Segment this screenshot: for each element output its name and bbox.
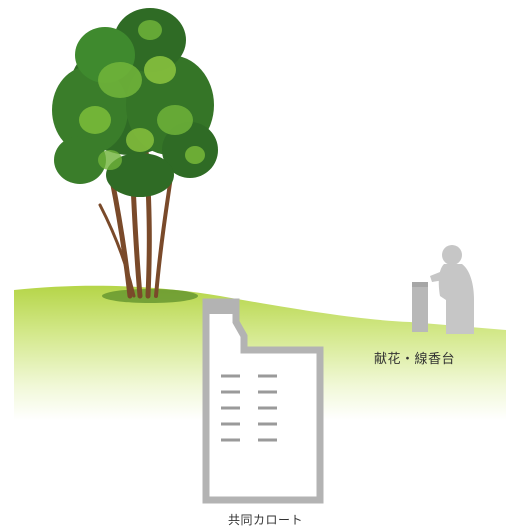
- tree-canopy: [52, 8, 218, 197]
- vault-shelves: [221, 374, 277, 442]
- burial-vault-icon: [202, 298, 324, 504]
- offering-stand-icon: [412, 282, 428, 332]
- offering-stand-label: 献花・線香台: [374, 352, 456, 367]
- praying-person-icon: [430, 245, 474, 334]
- tree-icon: [52, 8, 218, 303]
- shared-karoto-label: 共同カロート: [228, 513, 304, 527]
